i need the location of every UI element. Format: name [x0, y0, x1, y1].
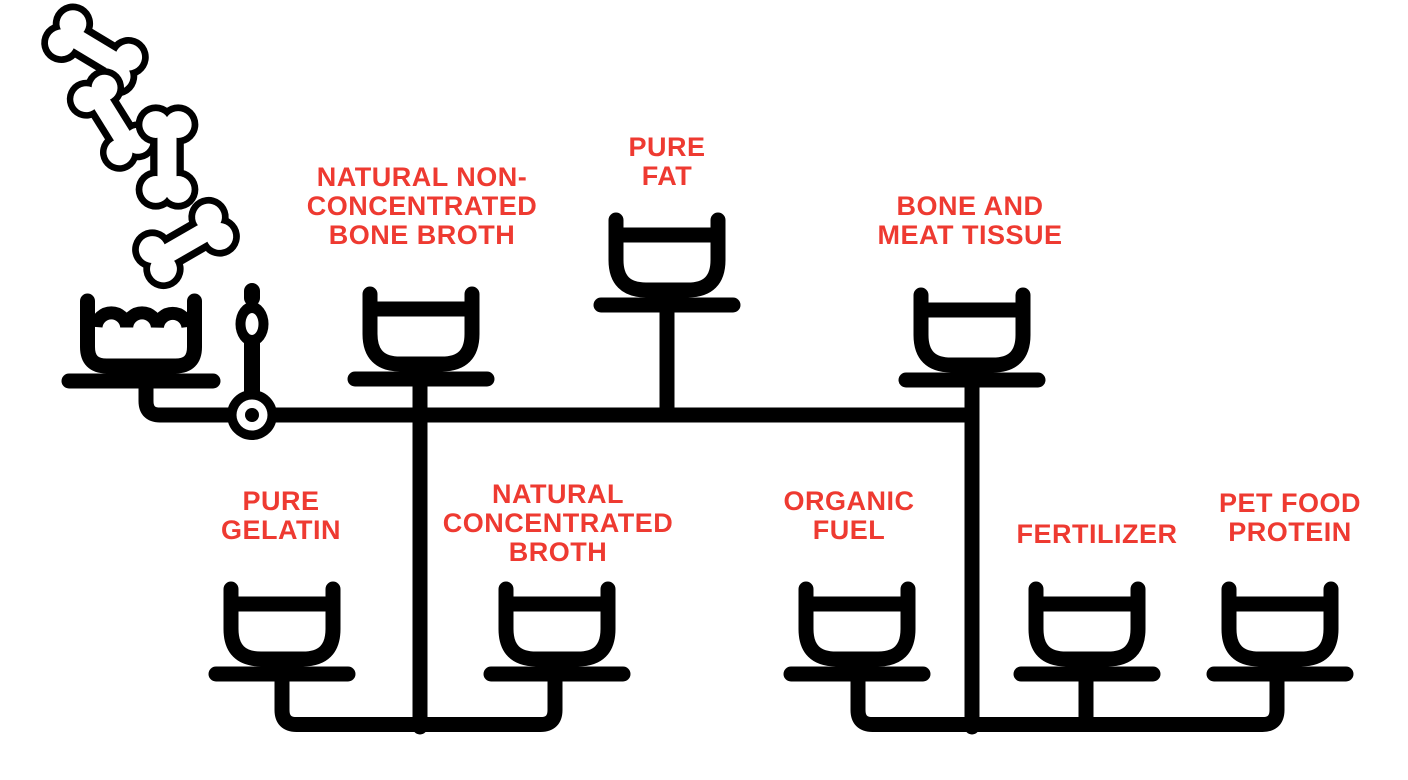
- label-pet-food-protein: PET FOOD PROTEIN: [1219, 489, 1361, 547]
- label-line: FUEL: [812, 515, 886, 545]
- pipe-network: [138, 310, 1285, 735]
- label-line: PURE: [242, 486, 320, 516]
- bowl-organic-fuel: [791, 589, 923, 674]
- label-line: BONE BROTH: [328, 220, 516, 250]
- label-pure-gelatin: PURE GELATIN: [221, 487, 341, 545]
- pipe-branch-left: [274, 677, 563, 732]
- label-organic-fuel: ORGANIC FUEL: [784, 487, 915, 545]
- pipe-valve-icon: [227, 283, 277, 440]
- label-line: BROTH: [508, 537, 608, 567]
- label-line: FAT: [641, 161, 693, 191]
- label-natural-non-concentrated-bone-broth: NATURAL NON- CONCENTRATED BONE BROTH: [307, 163, 538, 250]
- output-bowls: [216, 220, 1346, 674]
- cooking-pot-icon: [61, 293, 221, 389]
- bowl-fertilizer: [1021, 589, 1153, 674]
- label-line: FERTILIZER: [1016, 519, 1178, 549]
- pot-liquid-wave: [89, 306, 195, 329]
- bowl-bone-broth: [355, 294, 487, 379]
- bowl-pure-gelatin: [216, 589, 348, 674]
- label-pure-fat: PURE FAT: [628, 133, 705, 191]
- label-line: PROTEIN: [1228, 517, 1352, 547]
- label-line: ORGANIC: [783, 486, 915, 516]
- pipe-branch-right: [850, 677, 1285, 732]
- label-bone-and-meat-tissue: BONE AND MEAT TISSUE: [877, 192, 1062, 250]
- label-line: NATURAL: [492, 479, 624, 509]
- label-natural-concentrated-broth: NATURAL CONCENTRATED BROTH: [443, 480, 674, 567]
- pipe-pot-outlet: [138, 384, 242, 423]
- bowl-pure-fat: [601, 220, 733, 305]
- bowl-pet-food-protein: [1214, 589, 1346, 674]
- bowl-bone-meat-tissue: [906, 295, 1038, 380]
- label-fertilizer: FERTILIZER: [1017, 520, 1178, 549]
- label-line: MEAT TISSUE: [877, 220, 1063, 250]
- label-line: PURE: [628, 132, 706, 162]
- label-line: BONE AND: [896, 191, 1044, 221]
- label-line: NATURAL NON-: [316, 162, 528, 192]
- label-line: CONCENTRATED: [306, 191, 538, 221]
- bowl-concentrated-broth: [491, 589, 623, 674]
- falling-bones-icon: [33, 0, 248, 297]
- label-line: GELATIN: [221, 515, 341, 545]
- label-line: CONCENTRATED: [442, 508, 674, 538]
- label-line: PET FOOD: [1218, 488, 1362, 518]
